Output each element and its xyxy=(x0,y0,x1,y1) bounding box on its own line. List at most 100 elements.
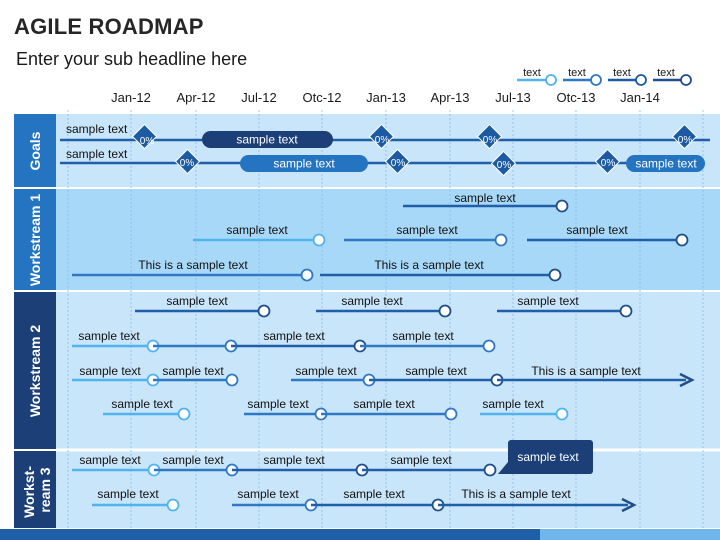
row-label-goals-box xyxy=(14,114,56,187)
workstream3-band xyxy=(14,450,720,528)
task-end-marker[interactable] xyxy=(312,233,326,247)
footer-bar-accent xyxy=(540,529,720,540)
task-end-marker[interactable] xyxy=(494,233,508,247)
milestone-value: 0% xyxy=(140,136,155,147)
task-label: sample text xyxy=(111,397,173,411)
workstream3-row: sample text sample text sample text samp… xyxy=(72,440,637,513)
task-label: sample text xyxy=(405,364,467,378)
legend-marker xyxy=(635,74,647,86)
task-label: This is a sample text xyxy=(531,364,641,378)
row-labels: Goals Workstream 1 Workstream 2 Workst- … xyxy=(14,114,56,528)
milestone-value: 0% xyxy=(678,135,693,146)
legend-label: text xyxy=(523,67,541,79)
task-label: sample text xyxy=(263,453,325,467)
milestone-diamond[interactable]: 0% xyxy=(174,148,201,175)
milestone-diamond[interactable]: 0% xyxy=(384,148,411,175)
task-label: sample text xyxy=(392,329,454,343)
timeline-label: Jul-13 xyxy=(495,90,530,105)
task-end-marker[interactable] xyxy=(166,498,180,512)
timeline-label: Jan-14 xyxy=(620,90,660,105)
row-label-workstream3: Workst- ream 3 xyxy=(21,462,53,518)
task-label: sample text xyxy=(454,191,516,205)
legend-marker xyxy=(545,74,557,86)
goals-line-2-label: sample text xyxy=(66,147,128,161)
row-label-goals: Goals xyxy=(27,131,43,170)
timeline-label: Apr-13 xyxy=(430,90,469,105)
task-label: sample text xyxy=(390,453,452,467)
legend-marker xyxy=(590,74,602,86)
legend-label: text xyxy=(568,67,586,79)
milestone-value: 0% xyxy=(375,135,390,146)
task-end-marker[interactable] xyxy=(483,463,497,477)
task-label: sample text xyxy=(517,294,579,308)
legend-label: text xyxy=(613,67,631,79)
timeline-axis: Jan-12 Apr-12 Jul-12 Otc-12 Jan-13 Apr-1… xyxy=(111,90,660,105)
milestone-value: 0% xyxy=(483,135,498,146)
timeline-label: Apr-12 xyxy=(176,90,215,105)
milestone-diamond[interactable]: 0% xyxy=(131,123,158,150)
task-end-marker[interactable] xyxy=(555,199,569,213)
task-end-marker[interactable] xyxy=(675,233,689,247)
goals-line-1-label: sample text xyxy=(66,122,128,136)
page-subtitle: Enter your sub headline here xyxy=(16,49,248,69)
goals-line-1-pill-label: sample text xyxy=(236,133,298,147)
milestone-diamond[interactable]: 0% xyxy=(594,148,621,175)
task-label: sample text xyxy=(482,397,544,411)
task-end-marker[interactable] xyxy=(555,407,569,421)
task-label: This is a sample text xyxy=(138,258,248,272)
row-label-workstream3-box xyxy=(14,451,56,528)
task-label: sample text xyxy=(226,223,288,237)
task-end-marker[interactable] xyxy=(548,268,562,282)
milestone-diamond[interactable]: 0% xyxy=(490,150,517,177)
task-label: sample text xyxy=(341,294,403,308)
task-label: sample text xyxy=(353,397,415,411)
callout-box[interactable]: sample text xyxy=(498,440,593,474)
row-label-workstream3-line2: ream 3 xyxy=(37,467,53,512)
timeline-label: Jan-13 xyxy=(366,90,406,105)
task-label: sample text xyxy=(396,223,458,237)
task-end-marker[interactable] xyxy=(225,373,239,387)
task-label: sample text xyxy=(247,397,309,411)
goals-line-2-pill[interactable] xyxy=(240,155,368,172)
milestone-diamond[interactable]: 0% xyxy=(368,123,395,150)
workstream2-row: sample text sample text sample text samp… xyxy=(72,294,695,421)
row-label-workstream2: Workstream 2 xyxy=(27,325,43,418)
goals-line-2-pill-label: sample text xyxy=(273,157,335,171)
milestone-diamond[interactable]: 0% xyxy=(671,123,698,150)
arrow-head-icon xyxy=(621,497,637,513)
milestone-value: 0% xyxy=(180,158,195,169)
task-label: sample text xyxy=(79,453,141,467)
row-label-workstream2-box xyxy=(14,292,56,449)
goals-band xyxy=(14,114,720,188)
timeline-label: Jul-12 xyxy=(241,90,276,105)
goals-line-1-pill[interactable] xyxy=(202,131,333,148)
task-label: sample text xyxy=(78,329,140,343)
arrow-head-icon xyxy=(679,372,695,388)
task-end-marker[interactable] xyxy=(444,407,458,421)
goals-row: sample text sample text 0% 0% 0% 0% samp… xyxy=(60,122,710,177)
workstream2-band xyxy=(14,291,720,450)
milestone-value: 0% xyxy=(601,158,616,169)
goals-line-2-pill-end[interactable] xyxy=(626,155,705,172)
task-end-marker[interactable] xyxy=(438,304,452,318)
task-end-marker[interactable] xyxy=(257,304,271,318)
task-end-marker[interactable] xyxy=(177,407,191,421)
task-end-marker[interactable] xyxy=(482,339,496,353)
task-label: sample text xyxy=(263,329,325,343)
task-end-marker[interactable] xyxy=(300,268,314,282)
milestone-value: 0% xyxy=(391,158,406,169)
legend-label: text xyxy=(657,67,675,79)
milestone-value: 0% xyxy=(497,160,512,171)
workstream1-row: sample text sample text sample text samp… xyxy=(72,191,689,282)
row-label-workstream1: Workstream 1 xyxy=(27,194,43,287)
task-label: sample text xyxy=(79,364,141,378)
timeline-label: Jan-12 xyxy=(111,90,151,105)
milestone-diamond[interactable]: 0% xyxy=(476,123,503,150)
task-label: This is a sample text xyxy=(461,487,571,501)
task-end-marker[interactable] xyxy=(619,304,633,318)
task-label: sample text xyxy=(343,487,405,501)
task-label: sample text xyxy=(295,364,357,378)
task-label: sample text xyxy=(566,223,628,237)
legend-marker xyxy=(680,74,692,86)
